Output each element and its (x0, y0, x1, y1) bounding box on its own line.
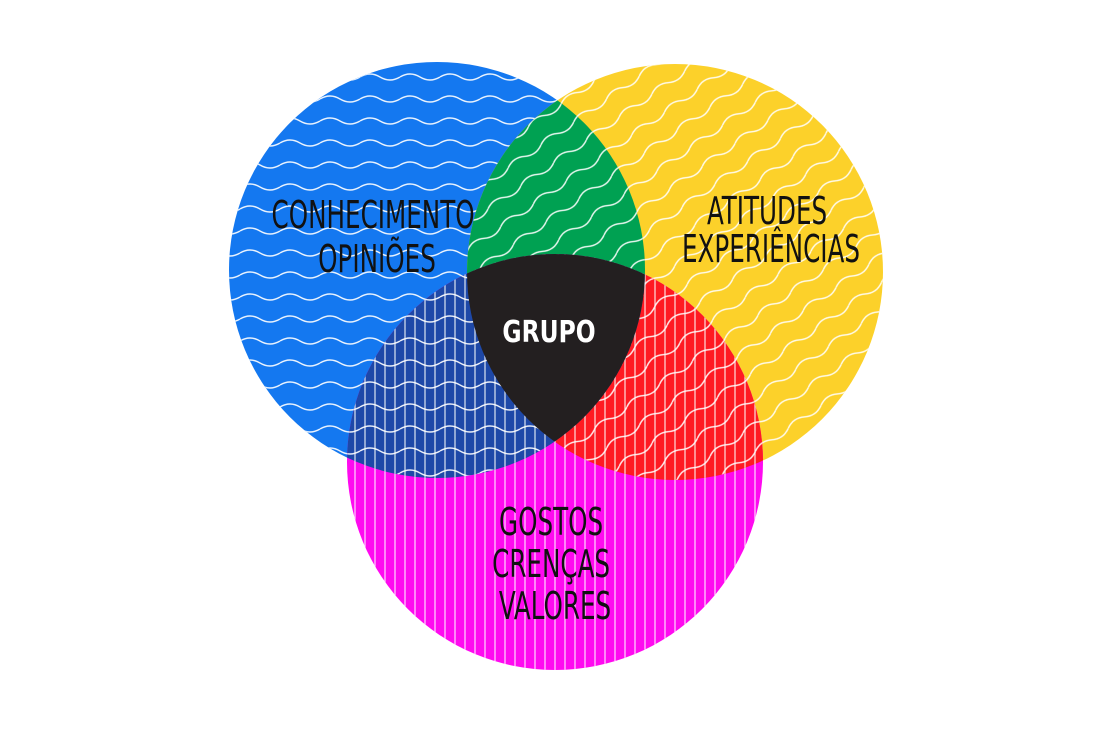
label-center: GRUPO (502, 315, 595, 350)
label-blue: CONHECIMENTO OPINIÕES (272, 192, 483, 281)
label-yellow: ATITUDES EXPERIÊNCIAS (682, 188, 860, 271)
label-magenta: GOSTOS CRENÇAS VALORES (492, 499, 618, 628)
